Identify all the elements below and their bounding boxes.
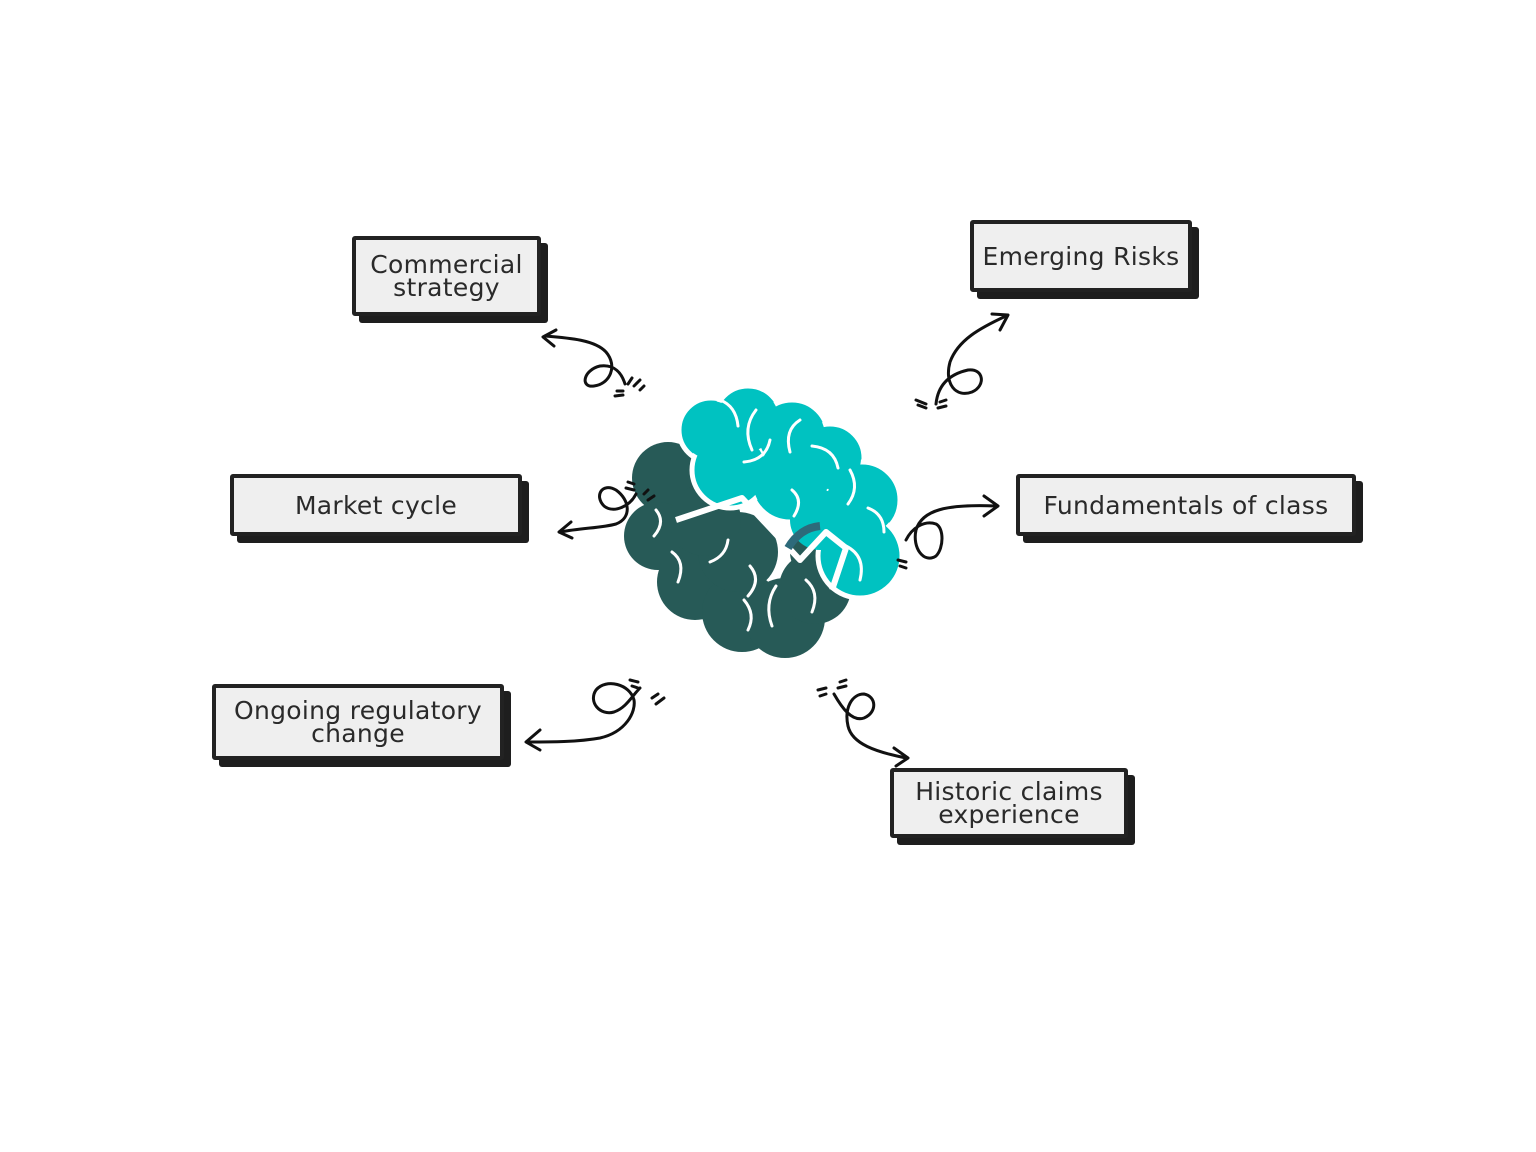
- node-fundamentals-of-class: Fundamentals of class: [1016, 474, 1356, 536]
- brain-icon: [624, 383, 905, 658]
- node-historic-claims-experience: Historic claims experience: [890, 768, 1128, 838]
- arrow-to-market-cycle: [557, 480, 656, 540]
- node-label-line2: experience: [938, 800, 1080, 829]
- arrow-to-commercial-strategy: [541, 328, 646, 398]
- node-label: Emerging Risks: [982, 241, 1180, 271]
- node-ongoing-regulatory-change: Ongoing regulatory change: [212, 684, 504, 760]
- arrow-to-regulatory: [524, 678, 666, 752]
- arrow-to-emerging-risks: [914, 312, 1010, 410]
- node-label-line1: Ongoing regulatory: [234, 696, 482, 725]
- arrow-to-historic-claims: [816, 678, 910, 768]
- node-commercial-strategy: Commercial strategy: [352, 236, 541, 316]
- arrow-to-fundamentals: [896, 494, 1000, 570]
- node-market-cycle: Market cycle: [230, 474, 522, 536]
- node-label-line1: Commercial: [370, 250, 523, 279]
- node-label: Fundamentals of class: [1043, 490, 1329, 520]
- node-label-line1: Historic claims: [915, 777, 1103, 806]
- node-emerging-risks: Emerging Risks: [970, 220, 1192, 292]
- node-label-line2: strategy: [393, 273, 500, 302]
- node-label: Market cycle: [294, 490, 458, 520]
- node-label-line2: change: [311, 719, 405, 748]
